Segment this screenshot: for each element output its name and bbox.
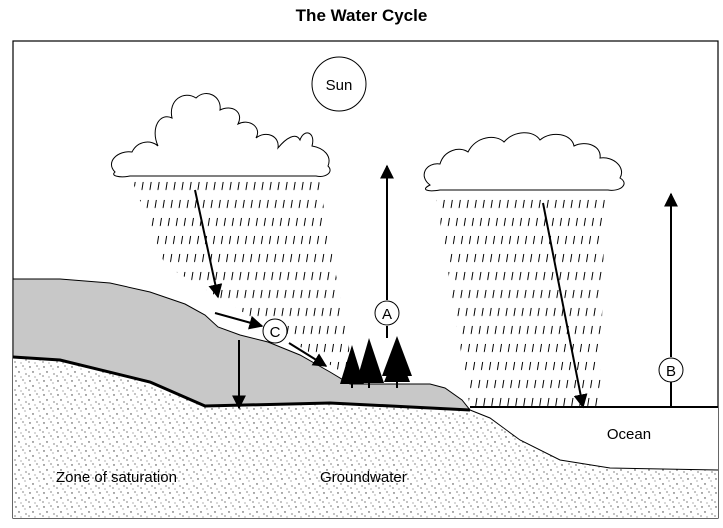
sun-label: Sun bbox=[326, 77, 353, 94]
ocean-floor-line bbox=[469, 409, 719, 471]
zone-of-saturation-area bbox=[13, 357, 718, 518]
runoff-arrow-upper bbox=[214, 312, 264, 330]
ocean-label: Ocean bbox=[607, 426, 651, 443]
ocean-area bbox=[470, 407, 718, 470]
label-c-circle bbox=[262, 318, 288, 344]
label-b: B bbox=[666, 363, 676, 380]
rain-right bbox=[435, 190, 605, 408]
rain-left bbox=[130, 175, 355, 380]
trees-icon bbox=[340, 336, 412, 388]
groundwater-label: Groundwater bbox=[320, 469, 407, 486]
label-a-circle bbox=[374, 300, 400, 326]
water-table-line bbox=[12, 355, 471, 412]
runoff-arrow-lower bbox=[288, 342, 328, 367]
label-a: A bbox=[382, 306, 392, 323]
label-c: C bbox=[270, 324, 281, 341]
sun-icon bbox=[311, 56, 367, 112]
precipitation-arrow-right bbox=[542, 202, 588, 409]
diagram-title: The Water Cycle bbox=[295, 6, 428, 25]
precipitation-arrow-left bbox=[194, 189, 223, 299]
cloud-right-icon bbox=[423, 132, 625, 192]
zone-of-saturation-label: Zone of saturation bbox=[56, 469, 177, 486]
cloud-left-icon bbox=[110, 93, 331, 178]
label-b-circle bbox=[658, 357, 684, 383]
